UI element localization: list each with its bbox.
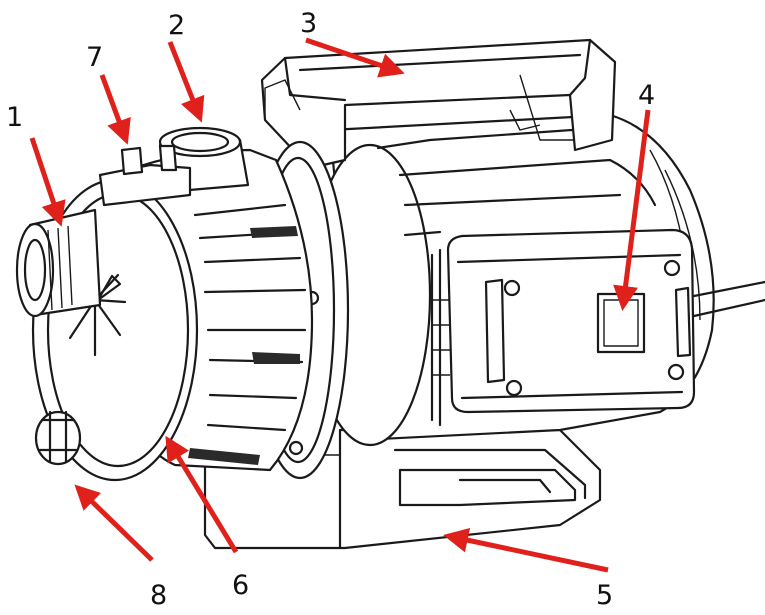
- carry-handle: [260, 38, 617, 170]
- priming-cap: [98, 144, 192, 207]
- arrow-5: [443, 527, 609, 573]
- drain-plug: [34, 410, 82, 466]
- arrow-6: [165, 435, 239, 554]
- arrow-7: [99, 74, 131, 145]
- callout-arrows: [29, 37, 651, 573]
- arrow-1: [29, 137, 66, 227]
- callout-label-8: 8: [150, 580, 167, 611]
- callout-labels: 1 2 3 4 5 6 7 8: [6, 8, 655, 611]
- callout-label-1: 1: [6, 102, 23, 133]
- arrow-3: [305, 37, 405, 78]
- callout-label-3: 3: [300, 8, 317, 39]
- callout-label-6: 6: [232, 570, 249, 601]
- switch-box: [446, 228, 765, 414]
- pump-illustration: [15, 38, 765, 550]
- callout-label-7: 7: [86, 42, 103, 73]
- inlet-port: [15, 208, 102, 318]
- arrow-8: [74, 484, 154, 562]
- arrow-4: [613, 109, 651, 311]
- arrow-2: [167, 41, 205, 123]
- callout-label-5: 5: [596, 580, 613, 611]
- callout-label-4: 4: [638, 80, 655, 111]
- callout-label-2: 2: [168, 10, 185, 41]
